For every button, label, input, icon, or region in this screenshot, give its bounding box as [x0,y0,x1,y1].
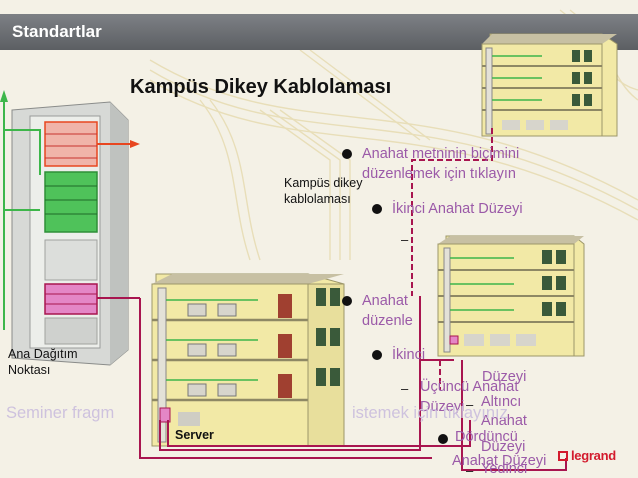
bullet-dot-10 [438,434,448,444]
header-title: Standartlar [12,22,102,41]
bullet-1-line1: Anahat metninin biçimini [362,146,520,162]
bullet-dot-2 [372,204,382,214]
bullet-9: Düzeyi [481,439,526,455]
bullet-7: Altıncı [481,394,522,410]
distribution-point-line1: Ana Dağıtım [8,347,78,361]
server-label: Server [175,428,214,442]
bullet-3-line2: düzenle [362,313,413,329]
bullet-2: İkinci Anahat Düzeyi [392,201,523,217]
bullet-11: Anahat Düzeyi [452,453,547,469]
bullet-4: İkinci [392,347,426,363]
building-top-right [481,33,618,137]
campus-cabling-label: Kampüs dikey kablolaması [284,175,363,207]
watermark-right: istemek için tıklayınız [352,404,508,422]
bullet-dot-3 [342,296,352,306]
bullet-5-dash: – [401,381,409,396]
rack-illustration [0,90,140,366]
bullet-6: Düzeyi [482,369,527,385]
building-middle-right [437,235,585,357]
watermark-left: Seminer fragm [6,404,115,422]
bullet-10: Dördüncü [455,429,518,445]
legrand-logo: legrand [558,448,616,463]
building-main [151,273,345,447]
distribution-point-line2: Noktası [8,363,51,377]
bullet-5-sub: Düzeyi [420,399,465,415]
legrand-logo-icon [558,451,568,461]
campus-cabling-line2: kablolaması [284,192,351,206]
distribution-point-label: Ana Dağıtım Noktası [8,346,77,378]
bullet-8: Anahat [481,413,527,429]
slide-title: Kampüs Dikey Kablolaması [130,76,392,98]
bullet-1-line2: düzenlemek için tıklayın [362,166,516,182]
bullet-5: Üçüncü Anahat [420,379,519,395]
bullet-dot-1 [342,149,352,159]
legrand-logo-text: legrand [571,448,616,463]
bullet-12: Yedinci [481,461,528,477]
bullet-3-line1: Anahat [362,293,408,309]
bullet-dot-4 [372,350,382,360]
bullet-7-dash: – [466,397,474,412]
bullet-12-dash: – [466,463,474,478]
bullet-2-sub-dash: – [401,232,409,247]
campus-cabling-line1: Kampüs dikey [284,176,363,190]
